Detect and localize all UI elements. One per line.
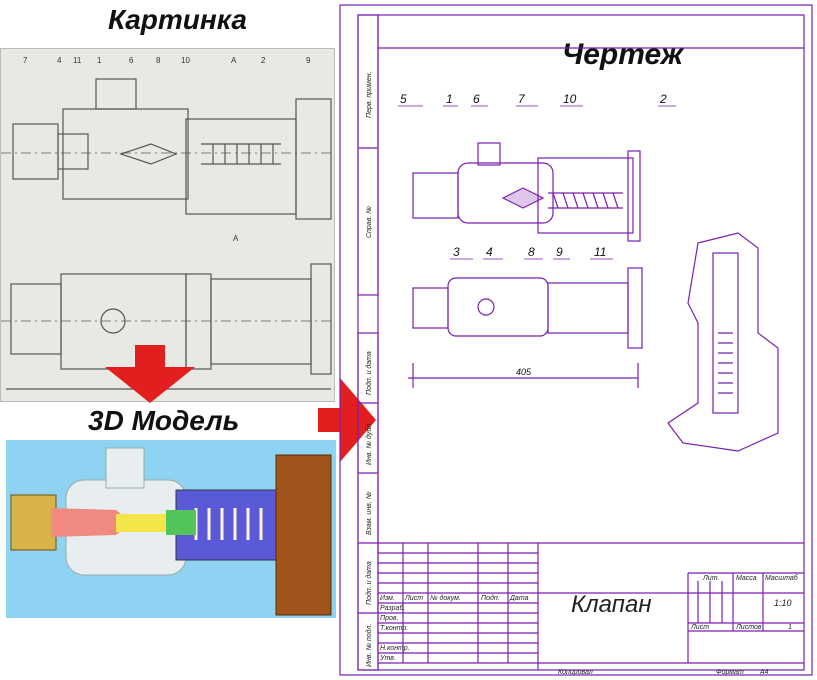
- tb-row: Разраб.: [380, 604, 405, 612]
- 3d-model-render: [6, 440, 336, 618]
- arrow-down-icon: [105, 345, 195, 403]
- photo-label: 9: [306, 56, 311, 65]
- photo-label: 10: [181, 56, 190, 65]
- tb-scale: 1:10: [774, 598, 792, 608]
- tb-header: Изм.: [380, 595, 395, 602]
- tb-row: Т.контр.: [380, 625, 408, 632]
- tb-row: Н.контр.: [380, 645, 410, 652]
- tb-row: Пров.: [380, 615, 399, 622]
- heading-drawing: Чертеж: [562, 38, 683, 71]
- arrow-right-icon: [318, 378, 376, 462]
- photo-label: 11: [73, 56, 82, 65]
- tb-format-value: A4: [759, 669, 769, 676]
- tb-lit: Лит.: [702, 575, 719, 582]
- photo-label: 7: [23, 56, 28, 65]
- tb-format: Формат: [716, 669, 744, 676]
- technical-drawing-sheet: 5 1 6 7 10 2 3 4 8 9 11 405 Перв. примен…: [339, 4, 813, 676]
- photo-label: 2: [261, 56, 266, 65]
- photo-label: 4: [57, 56, 62, 65]
- part-number-label: 9: [556, 245, 563, 259]
- side-label: Перв. примен.: [366, 71, 373, 118]
- side-label: Инв. № подл.: [365, 624, 373, 667]
- dimension-label: 405: [516, 367, 532, 377]
- photo-label: 8: [156, 56, 161, 65]
- part-number-label: 2: [659, 92, 667, 106]
- part-number-label: 5: [400, 92, 407, 106]
- part-number-label: 6: [473, 92, 480, 106]
- side-label: Взам. инв. №: [366, 491, 373, 535]
- tb-header: Дата: [509, 595, 529, 602]
- part-number-label: 10: [563, 92, 577, 106]
- tb-header: № докум.: [430, 594, 461, 602]
- photo-label: A: [231, 56, 237, 65]
- part-number-label: 11: [594, 245, 606, 259]
- tb-copied: Копировал: [558, 669, 593, 676]
- photo-label: 1: [97, 56, 102, 65]
- part-number-label: 4: [486, 245, 493, 259]
- part-number-label: 1: [446, 92, 453, 106]
- heading-picture: Картинка: [108, 4, 247, 35]
- tb-sheets: Листов: [735, 624, 762, 631]
- part-number-label: 8: [528, 245, 535, 259]
- tb-scale-label: Масштаб: [765, 574, 799, 582]
- heading-3d-model: 3D Модель: [88, 405, 240, 436]
- part-number-label: 3: [453, 245, 460, 259]
- tb-sheets-count: 1: [788, 624, 792, 631]
- tb-header: Подп.: [481, 594, 500, 602]
- side-label: Подп. и дата: [365, 351, 373, 395]
- tb-header: Лист: [404, 595, 423, 602]
- part-name-title: Клапан: [571, 591, 652, 618]
- tb-sheet: Лист: [690, 624, 709, 631]
- tb-mass: Масса: [736, 575, 757, 582]
- tb-row: Утв.: [379, 655, 396, 662]
- side-label: Подп. и дата: [365, 561, 373, 605]
- side-label: Справ. №: [366, 206, 373, 238]
- part-number-label: 7: [518, 92, 526, 106]
- photo-label: 6: [129, 56, 134, 65]
- side-label: Инв. № дубл.: [365, 422, 373, 465]
- photo-label: A: [233, 234, 239, 243]
